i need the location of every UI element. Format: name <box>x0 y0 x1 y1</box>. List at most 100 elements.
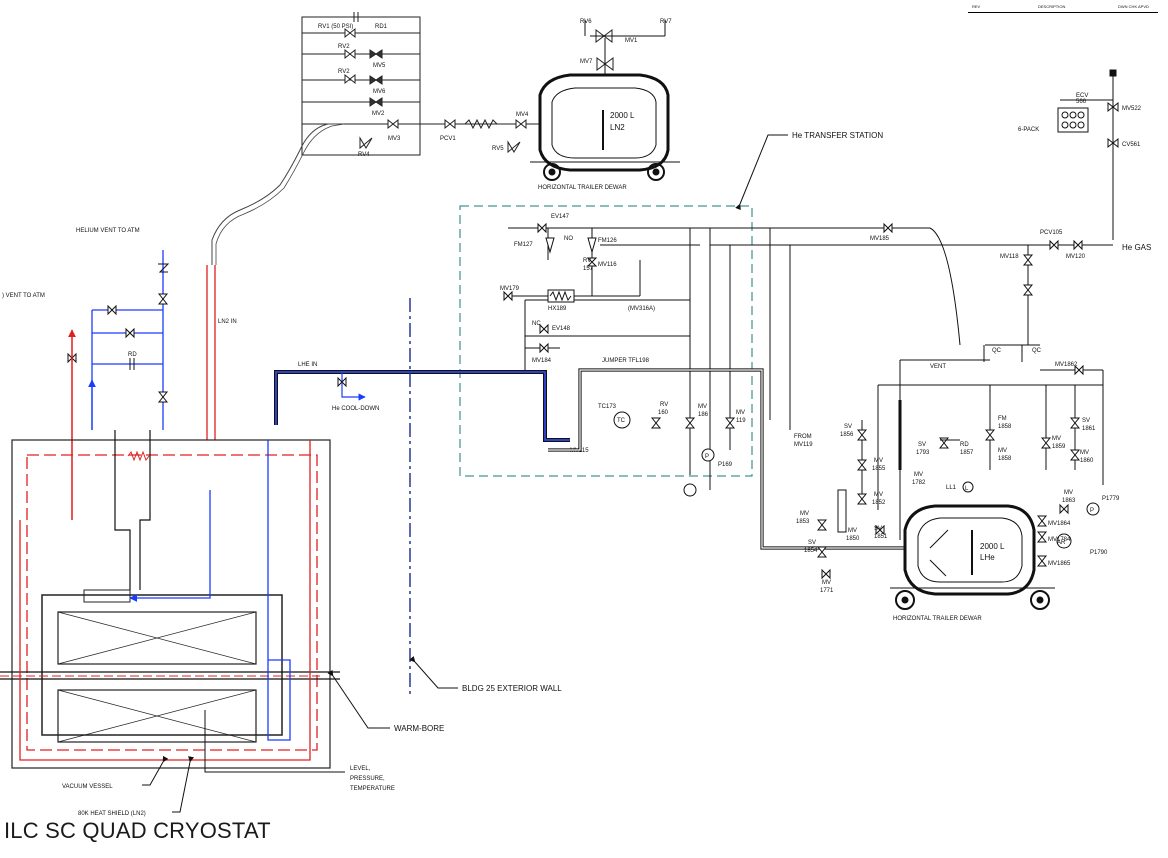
sv1854a-label: SV <box>808 540 816 546</box>
mv6-label: MV6 <box>373 89 386 95</box>
lhe-in-label: LHE IN <box>298 362 317 368</box>
mv1864-label: MV1864 <box>1048 521 1071 527</box>
from-mv119b-label: MV119 <box>794 442 813 448</box>
rd-left-label: RD <box>128 352 137 358</box>
mv1855b-label: 1855 <box>872 466 886 472</box>
ev148-label: EV148 <box>552 326 571 332</box>
tc173-label: TC173 <box>598 404 617 410</box>
station-gauge <box>683 483 697 497</box>
mv118-label: MV118 <box>1000 254 1019 260</box>
he-transfer-station-label: He TRANSFER STATION <box>792 131 883 140</box>
rv1-label: RV1 (50 PSI) <box>318 24 353 30</box>
cryostat-vessel <box>11 439 331 769</box>
rd1857a-label: RD <box>960 442 969 448</box>
rv7-label: RV7 <box>660 19 672 25</box>
cryo-black-inner <box>114 430 151 590</box>
pcv1-label: PCV1 <box>440 136 456 142</box>
rv5-label: RV5 <box>492 146 504 152</box>
fm1858a-label: FM <box>998 416 1007 422</box>
fm1858b-label: 1858 <box>998 424 1012 430</box>
manifold-valves <box>344 27 614 154</box>
mv186b-label: 186 <box>698 412 709 418</box>
rv6-label: RV6 <box>580 19 592 25</box>
from-mv119a-label: FROM <box>794 434 812 440</box>
mv1784-label: MV1784 <box>1048 537 1071 543</box>
rv2a-label: RV2 <box>338 44 350 50</box>
he-transfer-leader <box>735 134 788 211</box>
vacuum-vessel-leader <box>142 755 169 786</box>
sv1851a-label: SV <box>874 526 882 532</box>
rv160a-label: RV <box>660 402 668 408</box>
he-gas-supply <box>1057 69 1119 240</box>
tc173-instrument <box>613 411 631 429</box>
gas-header-lines <box>508 227 1113 540</box>
rv4-label: RV4 <box>358 152 370 158</box>
mv5-label: MV5 <box>373 63 386 69</box>
mv1771a-label: MV <box>822 580 831 586</box>
cryo-red-shield <box>19 440 311 761</box>
rv157b-label: 157 <box>583 266 594 272</box>
vacuum-vessel-label: VACUUM VESSEL <box>62 784 113 790</box>
blue-vent-piping <box>88 250 164 430</box>
mv1862-label: MV1862 <box>1055 362 1078 368</box>
ln2-dewar-caption: HORIZONTAL TRAILER DEWAR <box>538 185 627 191</box>
mv1853b-label: 1853 <box>796 519 810 525</box>
level-label-3: TEMPERATURE <box>350 786 395 792</box>
rd1-label: RD1 <box>375 24 388 30</box>
mv1863b-label: 1863 <box>1062 498 1076 504</box>
lhe-dewar-fluid: LHe <box>980 553 995 562</box>
red-coil <box>127 450 150 462</box>
mv1852b-label: 1852 <box>872 500 886 506</box>
mv3-label: MV3 <box>388 136 401 142</box>
ln2-dewar <box>530 20 680 181</box>
pcv105-label: PCV105 <box>1040 230 1063 236</box>
jumper-label: JUMPER TFL198 <box>602 358 650 364</box>
p1790-label: P1790 <box>1090 550 1108 556</box>
hx189-coil <box>549 290 572 302</box>
fm126-label: FM126 <box>598 238 617 244</box>
ecv-label: ECV <box>1076 93 1088 99</box>
mv522-label: MV522 <box>1122 106 1142 112</box>
level-label-2: PRESSURE, <box>350 776 385 782</box>
ll1-gauge <box>962 481 974 493</box>
mv2-label: MV2 <box>372 111 385 117</box>
mv1782b-label: 1782 <box>912 480 926 486</box>
p1779-label: P1779 <box>1102 496 1120 502</box>
mv116-label: MV116 <box>598 262 617 268</box>
sv1856b-label: 1856 <box>840 432 854 438</box>
mv1858b-label: 1858 <box>998 456 1012 462</box>
mv7-label: MV7 <box>580 59 593 65</box>
sv1851b-label: 1851 <box>874 534 888 540</box>
level-label-1: LEVEL, <box>350 766 371 772</box>
mv316a-label: (MV316A) <box>628 306 655 312</box>
vent-atm-label: ) VENT TO ATM <box>2 293 45 299</box>
mv179-label: MV179 <box>500 286 520 292</box>
rd1857b-label: 1857 <box>960 450 974 456</box>
lhe-transfer-line <box>274 370 570 442</box>
mv1863a-label: MV <box>1064 490 1073 496</box>
p-label: P <box>705 454 709 460</box>
cryo-blue-return <box>129 490 211 602</box>
he-cooldown-label: He COOL-DOWN <box>332 406 379 412</box>
ev147-label: EV147 <box>551 214 570 220</box>
left-vent-valves <box>67 263 170 403</box>
mv1858a-label: MV <box>998 448 1007 454</box>
ar-label: AR <box>1057 540 1066 546</box>
mv185-label: MV185 <box>870 236 890 242</box>
mv184-label: MV184 <box>532 358 552 364</box>
ln2-relief-manifold <box>301 12 540 156</box>
mv1860b-label: 1860 <box>1080 458 1094 464</box>
fm127-label: FM127 <box>514 242 533 248</box>
mv4-label: MV4 <box>516 112 529 118</box>
lhe-dewar-caption: HORIZONTAL TRAILER DEWAR <box>893 616 982 622</box>
lhe-dewar <box>837 400 1055 610</box>
mv1-label: MV1 <box>625 38 638 44</box>
helium-vent-label: HELIUM VENT TO ATM <box>76 228 140 234</box>
mv1852a-label: MV <box>874 492 883 498</box>
rv2b-label: RV2 <box>338 69 350 75</box>
mv1771b-label: 1771 <box>820 588 834 594</box>
pp-label: P <box>1090 508 1094 514</box>
mv119b-label: 119 <box>736 418 746 424</box>
mv186a-label: MV <box>698 404 707 410</box>
page-title: ILC SC QUAD CRYOSTAT <box>4 818 271 843</box>
